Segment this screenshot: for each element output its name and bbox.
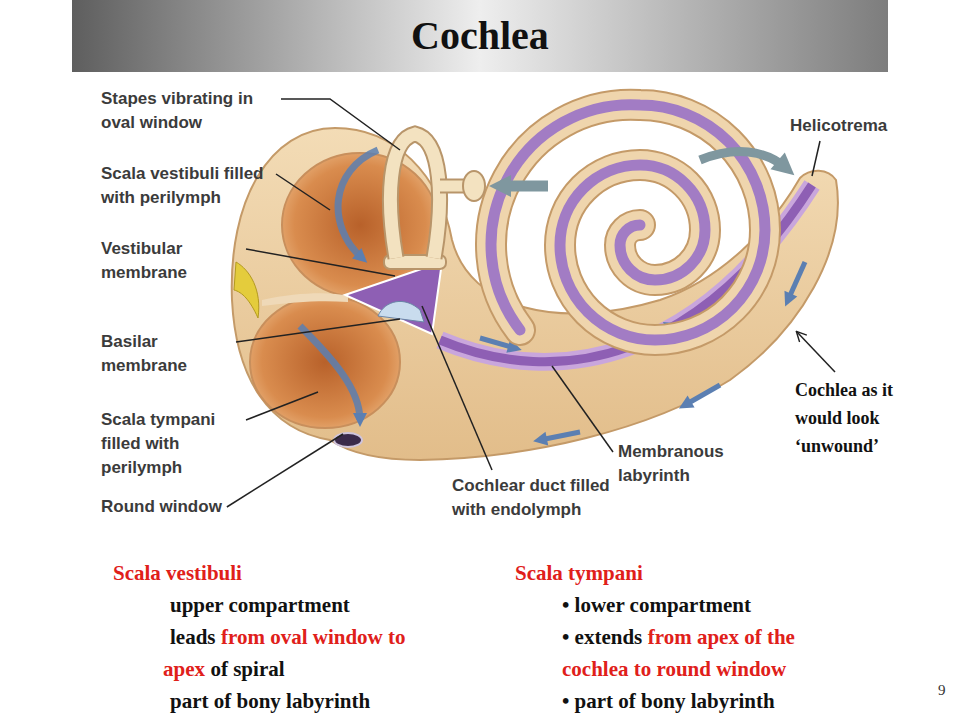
description-text: cochlea to round window bbox=[562, 657, 786, 681]
part-label-line: Round window bbox=[101, 495, 222, 519]
bony-lamina bbox=[262, 293, 348, 306]
description-text: from apex of the bbox=[648, 625, 795, 649]
page-number: 9 bbox=[938, 682, 946, 698]
part-label: Scala tympani filled with perilymph bbox=[101, 410, 215, 477]
description-text-line: • part of bony labyrinth bbox=[562, 689, 775, 713]
section-heading: Scala tympani bbox=[515, 561, 643, 585]
flow-arrow bbox=[300, 326, 360, 420]
flow-arrow bbox=[685, 385, 720, 405]
description-text: leads bbox=[170, 625, 216, 649]
description-text-line: apexof spiral bbox=[163, 657, 285, 681]
part-label-line: Scala tympani filled with perilymph bbox=[101, 408, 241, 480]
nerve bbox=[234, 262, 259, 318]
page-number-line: 9 bbox=[938, 682, 946, 699]
slide-title: Cochlea bbox=[72, 12, 888, 60]
stapes bbox=[390, 134, 439, 258]
section-heading: Scala vestibuli bbox=[113, 561, 242, 585]
section-heading-line: Scala vestibuli bbox=[113, 561, 242, 585]
part-label-line: Helicotrema bbox=[790, 114, 887, 138]
part-label-line: Membranous labyrinth bbox=[618, 440, 758, 488]
leader-line bbox=[797, 332, 835, 372]
part-label: Scala vestibuli filled with perilymph bbox=[101, 164, 264, 207]
leader-line bbox=[246, 392, 318, 420]
description-text: of spiral bbox=[210, 657, 284, 681]
leader-line bbox=[281, 99, 400, 150]
flow-arrow bbox=[338, 150, 378, 258]
flow-arrow-grey bbox=[700, 152, 786, 168]
description-text: upper compartment bbox=[170, 593, 350, 617]
part-label-line: Stapes vibrating in oval window bbox=[101, 87, 276, 135]
stapes bbox=[390, 134, 439, 258]
part-label: Basilar membrane bbox=[101, 332, 187, 375]
callout-note: Cochlea as it would look ‘unwound’ bbox=[795, 380, 893, 456]
part-label: Stapes vibrating in oval window bbox=[101, 89, 253, 132]
organ-of-corti bbox=[378, 301, 424, 322]
leader-line bbox=[422, 306, 492, 470]
description-text: • extends bbox=[562, 625, 642, 649]
cochlea-spiral bbox=[491, 105, 765, 340]
part-label-line: Scala vestibuli filled with perilymph bbox=[101, 162, 271, 210]
part-label-line: Basilar membrane bbox=[101, 330, 231, 378]
cochlea-spiral bbox=[491, 105, 765, 340]
description-text-line: part of bony labyrinth bbox=[170, 689, 370, 713]
leader-line bbox=[227, 434, 343, 507]
leader-line bbox=[246, 249, 395, 276]
part-label: Membranous labyrinth bbox=[618, 442, 724, 485]
stapes-head bbox=[463, 171, 485, 201]
scala-tympani-shape bbox=[250, 296, 400, 428]
round-window-shape bbox=[334, 433, 362, 447]
description-text-line: • extendsfrom apex of the bbox=[562, 625, 795, 649]
part-label: Round window bbox=[101, 497, 222, 516]
description-text: • part of bony labyrinth bbox=[562, 689, 775, 713]
part-label: Helicotrema bbox=[790, 116, 887, 135]
section-heading-line: Scala tympani bbox=[515, 561, 643, 585]
leader-line bbox=[552, 366, 613, 452]
flow-arrow bbox=[540, 432, 580, 440]
part-label-line: Cochlear duct filled with endolymph bbox=[452, 474, 632, 522]
vibration-arrow bbox=[500, 181, 548, 192]
part-label: Vestibular membrane bbox=[101, 239, 187, 282]
description-text: from oval window to bbox=[221, 625, 406, 649]
part-label-line: Vestibular membrane bbox=[101, 237, 241, 285]
description-text-line: leadsfrom oval window to bbox=[170, 625, 406, 649]
leader-line bbox=[236, 319, 400, 342]
cochlea-spiral-duct bbox=[491, 105, 765, 340]
callout-note-line: Cochlea as it would look ‘unwound’ bbox=[795, 376, 935, 460]
leader-line bbox=[276, 174, 330, 210]
description-text-line: cochlea to round window bbox=[562, 657, 786, 681]
description-text-line: upper compartment bbox=[170, 593, 350, 617]
description-text: apex bbox=[163, 657, 205, 681]
flow-arrow bbox=[788, 262, 805, 300]
title-bar bbox=[72, 0, 888, 72]
leader-line bbox=[812, 141, 820, 176]
description-text: • lower compartment bbox=[562, 593, 751, 617]
cochlear-duct-shape bbox=[345, 262, 442, 334]
description-text: part of bony labyrinth bbox=[170, 689, 370, 713]
part-label: Cochlear duct filled with endolymph bbox=[452, 476, 610, 519]
description-text-line: • lower compartment bbox=[562, 593, 751, 617]
